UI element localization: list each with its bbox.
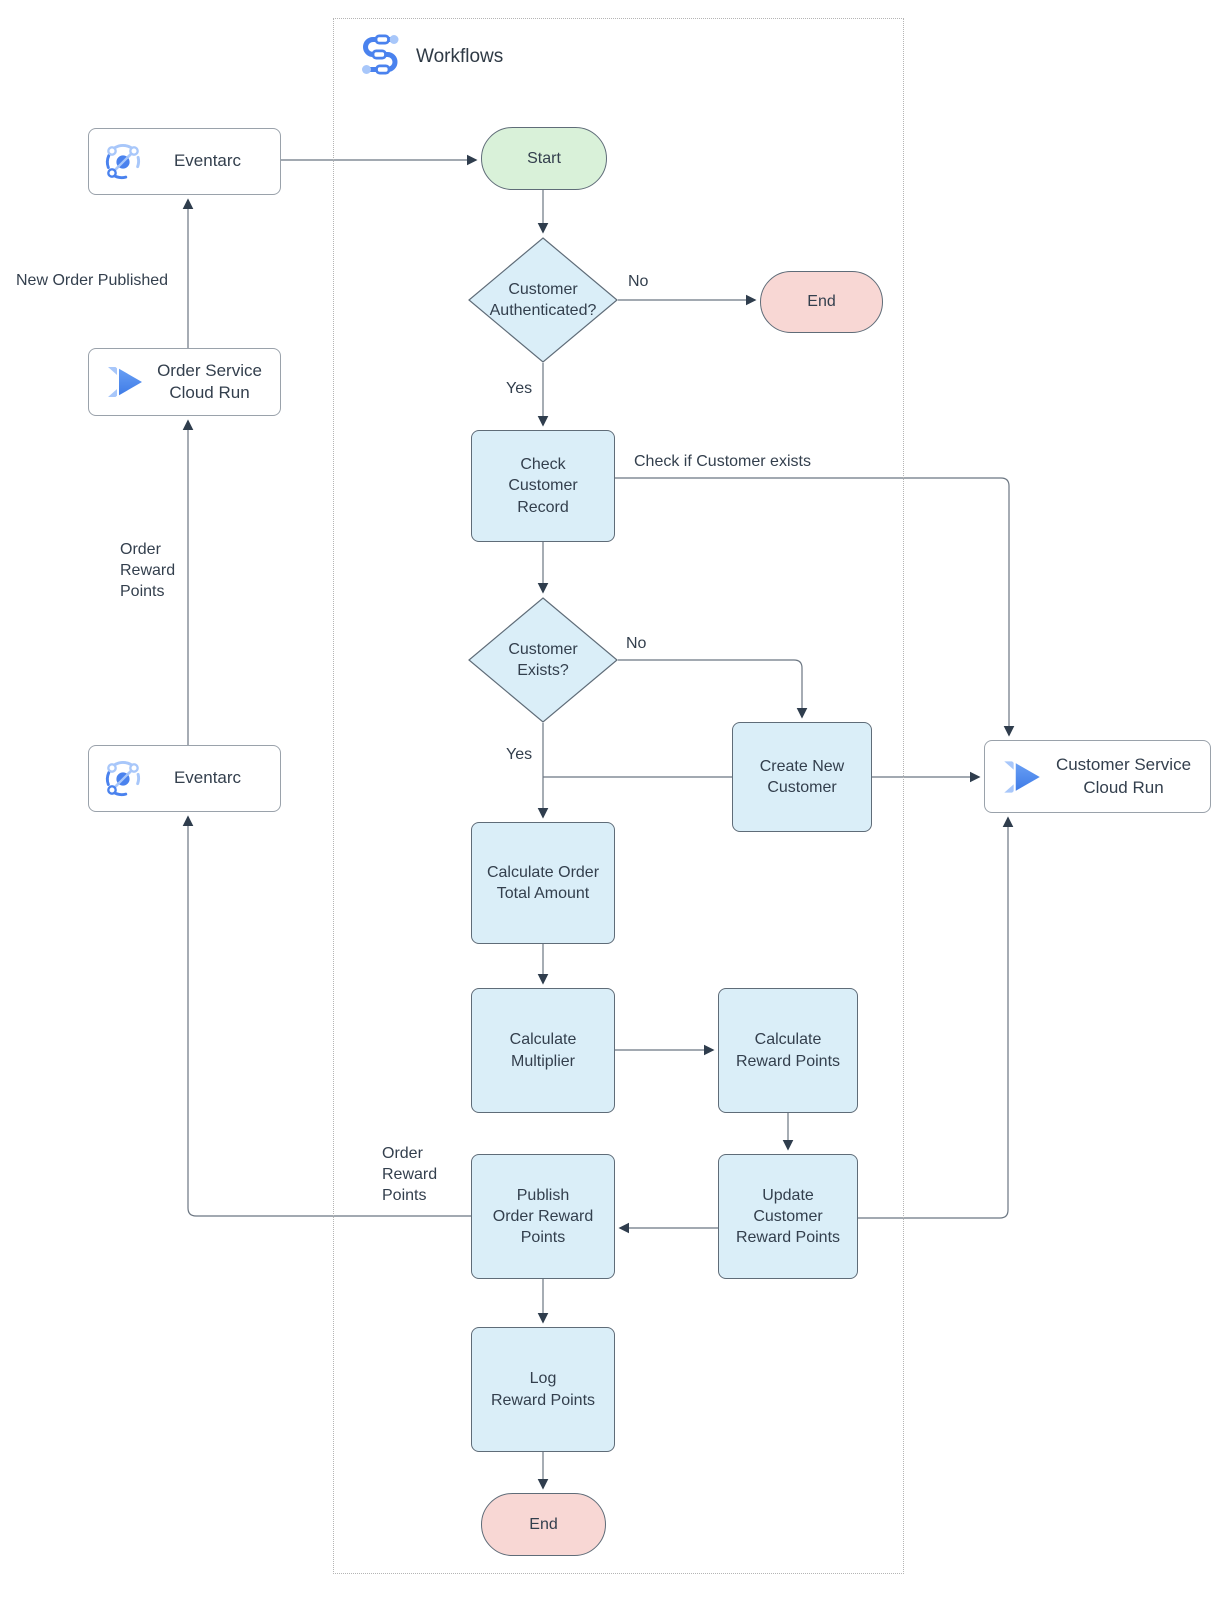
check-customer-record-node: Check Customer Record <box>471 430 615 542</box>
log-reward-points-label: Log Reward Points <box>490 1370 596 1409</box>
edge-label-yes-exists: Yes <box>506 746 533 763</box>
update-customer-reward-points-label: Update Customer Reward Points <box>735 1186 841 1247</box>
customer-service-cloud-run-node: Customer Service Cloud Run <box>984 740 1211 813</box>
calculate-multiplier-label: Calculate Multiplier <box>509 1031 577 1070</box>
edge-label-no-auth: No <box>628 273 649 290</box>
publish-order-reward-points-label: Publish Order Reward Points <box>492 1186 594 1247</box>
calculate-reward-points-label: Calculate Reward Points <box>735 1031 841 1070</box>
eventarc-node-top: Eventarc <box>88 128 281 195</box>
customer-exists-label: Customer Exists? <box>508 640 578 679</box>
create-new-customer-node: Create New Customer <box>732 722 872 832</box>
calculate-reward-points-node: Calculate Reward Points <box>718 988 858 1113</box>
update-customer-reward-points-node: Update Customer Reward Points <box>718 1154 858 1279</box>
customer-authenticated-decision: Customer Authenticated? <box>468 237 618 363</box>
workflows-container-label: Workflows <box>416 46 504 67</box>
cloud-run-icon <box>101 358 149 406</box>
workflows-icon <box>356 30 404 78</box>
eventarc-icon <box>101 757 145 801</box>
check-customer-record-label: Check Customer Record <box>508 456 578 516</box>
order-service-cloud-run-node: Order Service Cloud Run <box>88 348 281 416</box>
cloud-run-icon <box>997 752 1047 802</box>
calculate-order-total-label: Calculate Order Total Amount <box>486 863 600 902</box>
customer-service-label: Customer Service Cloud Run <box>1055 755 1192 797</box>
end-node-bottom: End <box>481 1493 606 1556</box>
calculate-multiplier-node: Calculate Multiplier <box>471 988 615 1113</box>
end-bottom-label: End <box>529 1515 558 1533</box>
eventarc-icon <box>101 140 145 184</box>
customer-authenticated-label: Customer Authenticated? <box>489 280 597 319</box>
edge-label-new-order-published: New Order Published <box>16 272 169 289</box>
end-node-top: End <box>760 271 883 333</box>
order-service-label: Order Service Cloud Run <box>157 360 262 402</box>
start-node: Start <box>481 127 607 190</box>
eventarc-bottom-label: Eventarc <box>173 768 242 788</box>
edge-label-check-if-customer-exists: Check if Customer exists <box>634 453 811 470</box>
create-new-customer-label: Create New Customer <box>759 757 845 796</box>
log-reward-points-node: Log Reward Points <box>471 1327 615 1452</box>
edge-label-yes-auth: Yes <box>506 380 533 397</box>
workflows-container <box>333 18 904 1574</box>
edge-label-order-reward-points-inner: Order Reward Points <box>382 1145 438 1204</box>
edge-label-order-reward-points-left: Order Reward Points <box>120 541 176 600</box>
customer-exists-decision: Customer Exists? <box>468 597 618 723</box>
start-label: Start <box>527 149 561 167</box>
publish-order-reward-points-node: Publish Order Reward Points <box>471 1154 615 1279</box>
end-top-label: End <box>807 293 836 311</box>
edge-label-no-exists: No <box>626 635 647 652</box>
eventarc-node-bottom: Eventarc <box>88 745 281 812</box>
calculate-order-total-node: Calculate Order Total Amount <box>471 822 615 944</box>
eventarc-top-label: Eventarc <box>173 151 242 171</box>
